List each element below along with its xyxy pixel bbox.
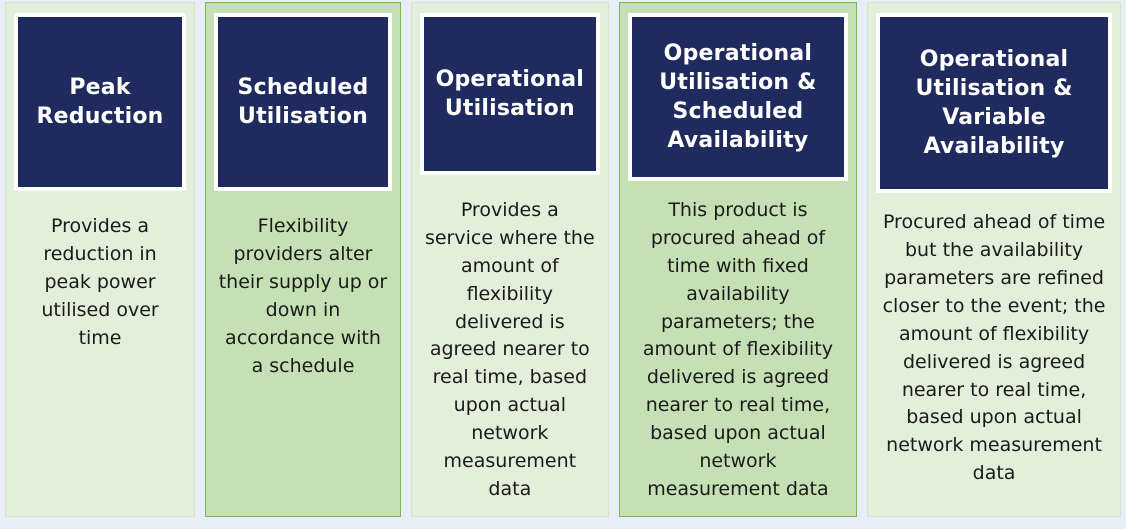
product-title: Operational Utilisation (435, 66, 585, 121)
product-card-peak-reduction: Peak Reduction Provides a reduction in p… (5, 2, 196, 517)
product-card-operational-utilisation-variable-availability: Operational Utilisation & Variable Avail… (867, 2, 1121, 517)
product-description: Procured ahead of time but the availabil… (882, 211, 1106, 485)
product-card-operational-utilisation: Operational Utilisation Provides a servi… (410, 2, 609, 517)
product-description: This product is procured ahead of time w… (642, 198, 833, 501)
product-card-header-peak-reduction: Peak Reduction (14, 13, 187, 191)
product-title: Operational Utilisation & Variable Avail… (915, 46, 1073, 160)
product-title: Operational Utilisation & Scheduled Avai… (659, 40, 817, 153)
product-card-header-operational-utilisation: Operational Utilisation (419, 13, 600, 175)
product-card-header-operational-utilisation-scheduled-availability: Operational Utilisation & Scheduled Avai… (627, 13, 849, 181)
product-description: Provides a service where the amount of f… (424, 198, 595, 501)
product-card-header-scheduled-utilisation: Scheduled Utilisation (214, 13, 392, 191)
product-title: Scheduled Utilisation (237, 74, 369, 129)
product-title: Peak Reduction (36, 74, 164, 129)
product-description: Provides a reduction in peak power utili… (41, 215, 159, 349)
product-card-header-operational-utilisation-variable-availability: Operational Utilisation & Variable Avail… (876, 13, 1112, 193)
product-description: Flexibility providers alter their supply… (218, 215, 388, 377)
product-card-operational-utilisation-scheduled-availability: Operational Utilisation & Scheduled Avai… (618, 2, 858, 517)
product-card-scheduled-utilisation: Scheduled Utilisation Flexibility provid… (205, 2, 401, 517)
